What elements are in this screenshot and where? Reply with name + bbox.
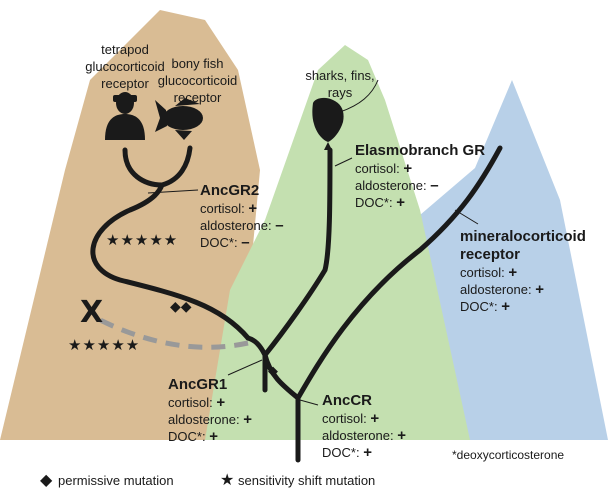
green-region	[205, 45, 470, 440]
callout-anccr	[299, 399, 319, 406]
row-label: DOC*:	[168, 429, 206, 444]
tetrapod-label: tetrapod glucocorticoid receptor	[75, 41, 175, 92]
legend-sensitivity-label: sensitivity shift mutation	[238, 473, 376, 488]
legend-permissive-label: permissive mutation	[58, 473, 174, 488]
row-sign: +	[403, 160, 413, 177]
tetrapod-icon	[105, 92, 145, 140]
ancgr1-row-cortisol: cortisol: +	[168, 394, 252, 411]
ancgr2-row-cortisol: cortisol: +	[200, 200, 284, 217]
mr-row-cortisol: cortisol: +	[460, 264, 586, 281]
mr-row-aldosterone: aldosterone: +	[460, 281, 586, 298]
branch-ancgr2	[90, 182, 251, 341]
sharks-label-line1: sharks, fins,	[305, 68, 375, 83]
row-sign: +	[248, 200, 258, 217]
anccr-node: AncCR cortisol: + aldosterone: + DOC*: +	[322, 392, 406, 461]
anccr-row-aldosterone: aldosterone: +	[322, 427, 406, 444]
mr-row-doc: DOC*: +	[460, 298, 586, 315]
row-label: cortisol:	[322, 411, 367, 426]
row-sign: +	[501, 298, 510, 315]
mr-name-line1: mineralocorticoid	[460, 228, 586, 245]
branch-elasmo	[262, 147, 333, 358]
row-label: DOC*:	[355, 195, 393, 210]
mr-name-line2: receptor	[460, 246, 521, 263]
ancgr1-node: AncGR1 cortisol: + aldosterone: + DOC*: …	[168, 376, 252, 445]
ancgr2-row-aldosterone: aldosterone: –	[200, 217, 284, 234]
callout-mr	[454, 209, 479, 225]
row-sign: +	[535, 281, 544, 298]
tree	[90, 145, 503, 463]
callout-elasmo	[334, 157, 353, 167]
row-label: aldosterone:	[460, 282, 532, 297]
row-label: DOC*:	[200, 235, 238, 250]
row-sign: +	[363, 444, 372, 461]
row-sign: –	[430, 177, 439, 194]
row-label: aldosterone:	[168, 412, 240, 427]
bonyfish-label-line1: bony fish	[171, 56, 224, 71]
row-sign: +	[397, 427, 406, 444]
anccr-name: AncCR	[322, 392, 373, 409]
row-sign: –	[275, 217, 284, 234]
row-label: cortisol:	[168, 395, 213, 410]
shark-icon	[312, 97, 344, 150]
tetrapod-label-line3: receptor	[101, 76, 149, 91]
ancgr2-row-doc: DOC*: –	[200, 234, 284, 251]
deoxy-note: *deoxycorticosterone	[452, 448, 565, 462]
ancgr2-name: AncGR2	[200, 182, 260, 199]
row-sign: +	[370, 410, 380, 427]
bonyfish-label-line3: receptor	[173, 90, 222, 105]
anccr-row-doc: DOC*: +	[322, 444, 406, 461]
row-label: cortisol:	[200, 201, 245, 216]
star-icon: ★	[220, 472, 235, 489]
row-sign: +	[243, 411, 252, 428]
callout-shark	[339, 79, 379, 113]
row-label: cortisol:	[460, 265, 505, 280]
row-sign: –	[241, 234, 250, 251]
row-label: aldosterone:	[355, 178, 427, 193]
ancgr2-node: AncGR2 cortisol: + aldosterone: – DOC*: …	[200, 182, 284, 251]
legend-sensitivity: ★sensitivity shift mutation	[220, 470, 375, 490]
lost-branch	[98, 317, 249, 350]
elasmo-row-cortisol: cortisol: +	[355, 160, 485, 177]
row-sign: +	[209, 428, 218, 445]
legend-permissive: ◆ permissive mutation	[40, 470, 174, 490]
branch-bonyfish	[159, 145, 193, 188]
elasmo-row-doc: DOC*: +	[355, 194, 485, 211]
diamond-icon: ◆	[40, 472, 53, 489]
tetrapod-label-line1: tetrapod	[101, 42, 149, 57]
row-label: DOC*:	[460, 299, 498, 314]
permissive-diamonds: ◆◆	[170, 298, 192, 314]
elasmo-name: Elasmobranch GR	[355, 142, 486, 159]
tetrapod-label-line2: glucocorticoid	[85, 59, 165, 74]
row-label: aldosterone:	[200, 218, 272, 233]
ancgr1-row-doc: DOC*: +	[168, 428, 252, 445]
callout-ancgr2	[147, 189, 199, 194]
row-label: aldosterone:	[322, 428, 394, 443]
ancgr1-name: AncGR1	[168, 376, 228, 393]
bonyfish-label-line2: glucocorticoid	[157, 73, 238, 88]
sensitivity-stars-lost: ★★★★★	[68, 337, 141, 354]
callout-ancgr1	[227, 359, 263, 376]
elasmo-node: Elasmobranch GR cortisol: + aldosterone:…	[355, 142, 485, 211]
callouts	[147, 79, 479, 406]
sensitivity-stars-ancgr2: ★★★★★	[106, 232, 179, 249]
branch-tetrapod	[122, 147, 165, 188]
elasmo-row-aldosterone: aldosterone: –	[355, 177, 485, 194]
sharks-label-line2: rays	[327, 85, 353, 100]
bony-fish-icon	[155, 98, 203, 140]
row-label: DOC*:	[322, 445, 360, 460]
row-sign: +	[396, 194, 405, 211]
anccr-row-cortisol: cortisol: +	[322, 410, 406, 427]
sharks-label: sharks, fins, rays	[300, 67, 380, 101]
row-label: cortisol:	[355, 161, 400, 176]
row-sign: +	[216, 394, 226, 411]
lost-lineage-x-icon: X	[80, 295, 104, 330]
row-sign: +	[508, 264, 518, 281]
ancgr1-row-aldosterone: aldosterone: +	[168, 411, 252, 428]
branch-mr	[295, 145, 503, 401]
permissive-diamond-ancgr1: ◆	[268, 363, 278, 378]
bonyfish-label: bony fish glucocorticoid receptor	[150, 55, 245, 106]
mr-node: mineralocorticoid receptor cortisol: + a…	[460, 228, 586, 315]
